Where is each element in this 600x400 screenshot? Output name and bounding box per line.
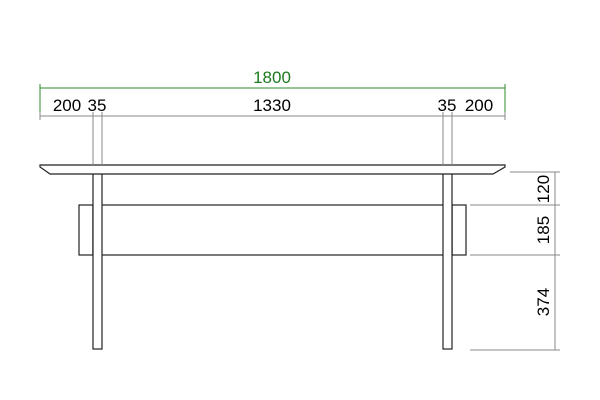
left-leg xyxy=(92,171,103,350)
overall-width-dimension: 1800 xyxy=(39,68,506,112)
table-top xyxy=(39,164,506,175)
apron-height-label: 185 xyxy=(534,216,553,244)
left-leg-label: 35 xyxy=(88,96,107,115)
apron xyxy=(92,204,453,256)
vertical-dimension-chain: 120 185 374 xyxy=(470,171,560,351)
left-overhang-label: 200 xyxy=(53,96,81,115)
right-leg-label: 35 xyxy=(438,96,457,115)
leg-clearance-label: 374 xyxy=(534,288,553,316)
overall-width-label: 1800 xyxy=(253,68,291,87)
left-side-panel xyxy=(78,204,94,256)
top-thickness-label: 120 xyxy=(534,175,553,203)
span-label: 1330 xyxy=(253,96,291,115)
segment-dimension-chain: 200 35 1330 35 200 xyxy=(39,96,506,165)
table-body xyxy=(39,164,506,350)
right-side-panel xyxy=(451,204,467,256)
right-leg xyxy=(442,171,453,350)
right-overhang-label: 200 xyxy=(465,96,493,115)
